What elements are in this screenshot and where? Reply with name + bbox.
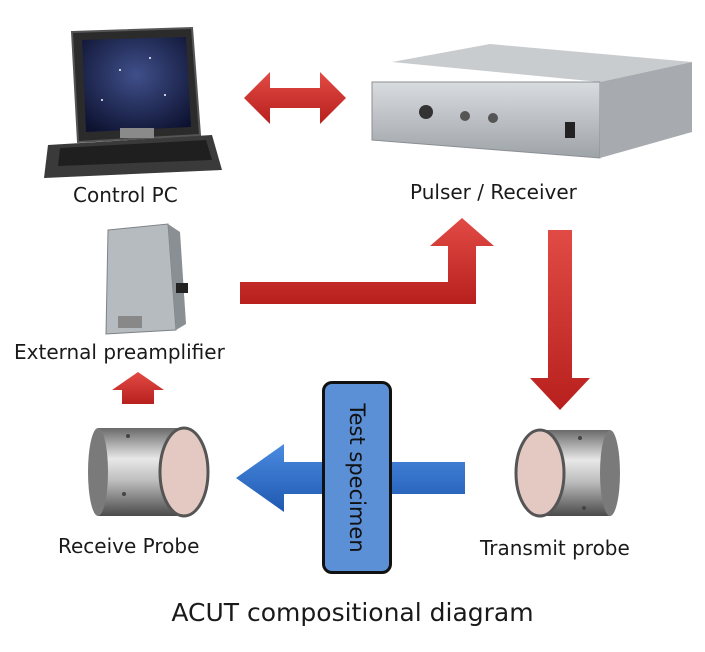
arrow-receive-to-preamp (112, 372, 164, 404)
laptop-icon (44, 26, 222, 178)
pulser-receiver-device-icon (371, 44, 692, 159)
control-pc-label: Control PC (73, 183, 178, 207)
arrow-pulser-to-transmit (530, 230, 590, 410)
test-specimen-label: Test specimen (345, 402, 369, 553)
transmit-probe-label: Transmit probe (480, 536, 630, 560)
double-arrow-pc-pulser (244, 72, 346, 124)
test-specimen-block: Test specimen (322, 381, 392, 574)
diagram-caption: ACUT compositional diagram (171, 598, 534, 627)
preamplifier-box-icon (105, 223, 188, 335)
transmit-probe-icon (514, 428, 620, 518)
external-preamplifier-label: External preamplifier (14, 340, 225, 364)
receive-probe-label: Receive Probe (58, 534, 200, 558)
receive-probe-icon (88, 426, 210, 518)
arrow-preamp-to-pulser (240, 218, 494, 304)
pulser-receiver-label: Pulser / Receiver (410, 180, 577, 204)
